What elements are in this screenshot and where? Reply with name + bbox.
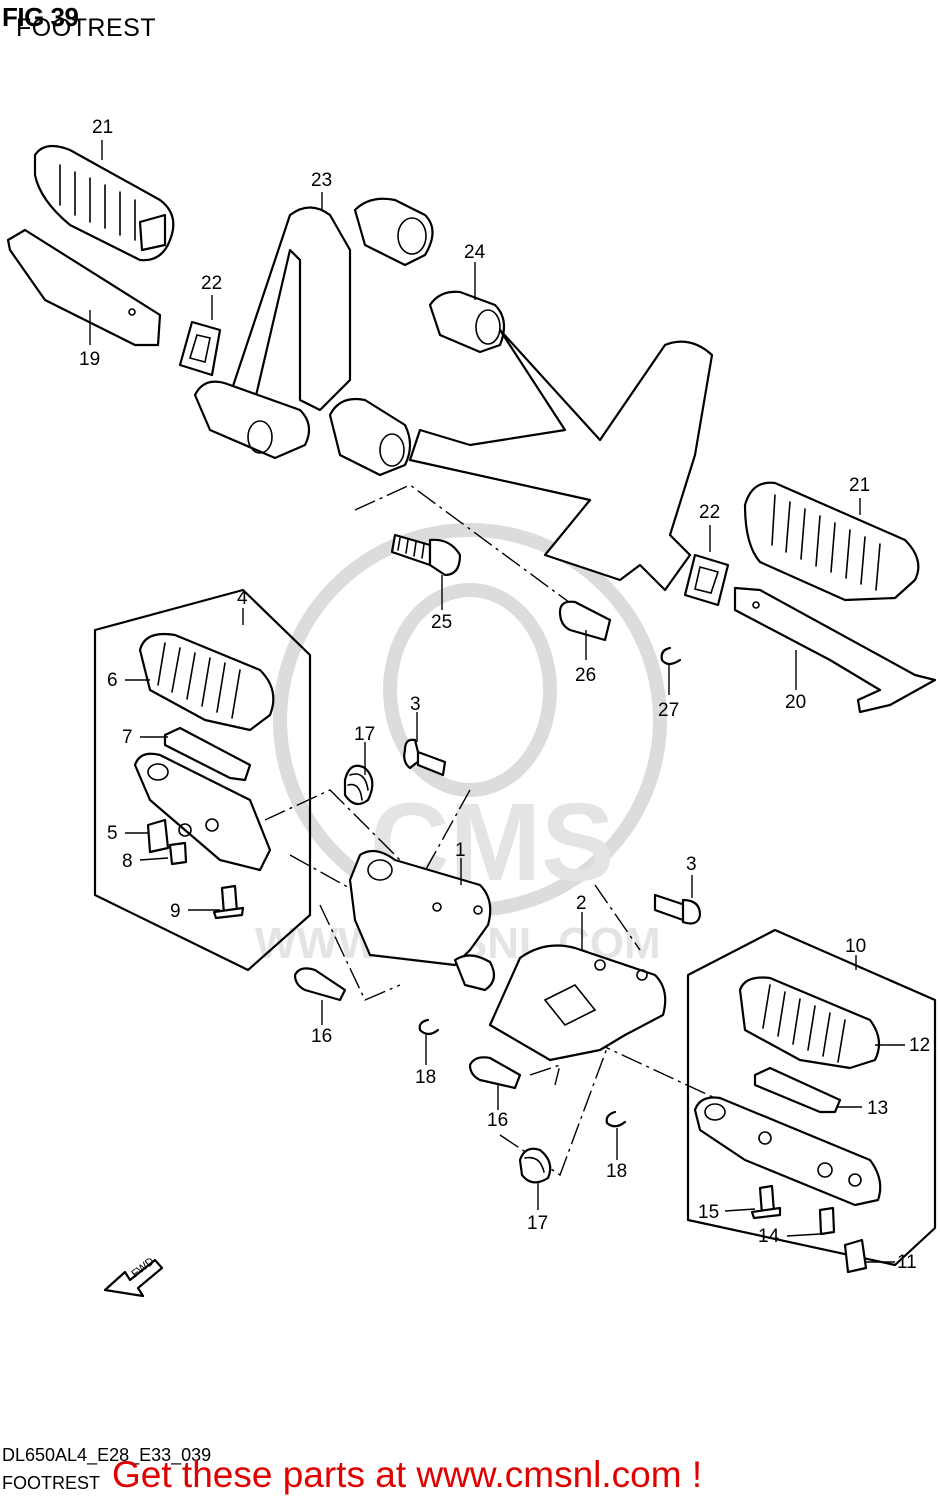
callout-1: 1 [455,840,466,861]
callout-18: 18 [415,1067,436,1088]
callout-3: 3 [410,694,421,715]
footer-title: FOOTREST [2,1473,100,1493]
group-10-box [686,928,937,1267]
callout-4: 4 [237,588,248,609]
callout-8: 8 [122,851,133,872]
footrest-body-4 [133,752,272,872]
footrest-6 [138,632,275,732]
callout-5: 5 [107,823,118,844]
footrest-rubber-right [743,481,920,602]
fwd-arrow: FWD [103,1255,164,1298]
callout-19: 19 [79,349,100,370]
screw-11 [843,1238,868,1274]
callout-12: 12 [909,1035,930,1056]
callout-18: 18 [606,1161,627,1182]
damper-22-left [178,320,222,377]
pillion-bracket-23 [193,197,434,460]
callout-26: 26 [575,665,596,686]
figure-number: FIG 39 [2,2,79,32]
plate-7 [163,726,252,782]
callout-24: 24 [464,242,486,263]
footrest-bracket-19 [6,228,162,347]
callout-16: 16 [311,1026,332,1047]
bracket-2 [488,944,667,1062]
callout-13: 13 [867,1098,888,1119]
bolt-3-right [653,893,702,925]
callout-14: 14 [758,1226,780,1247]
callout-15: 15 [698,1202,719,1223]
callout-21: 21 [849,475,870,496]
diagram-code: DL650AL4_E28_E33_039 [2,1445,212,1465]
group-4-box [93,588,312,972]
figure-title: FOOTREST [16,14,157,42]
footrest-body-10 [693,1096,882,1207]
callout-16: 16 [487,1110,508,1131]
callout-3: 3 [686,854,697,875]
callout-22: 22 [699,502,720,523]
pin-16-bottom [468,1056,522,1090]
pin-16-top [293,967,347,1002]
clip-18-bottom [605,1110,627,1128]
leader-lines [89,140,905,1263]
callout-7: 7 [122,727,133,748]
callout-17: 17 [527,1213,548,1234]
callout-23: 23 [311,170,332,191]
callout-17: 17 [354,724,375,745]
plate-13 [753,1066,842,1114]
callout-21: 21 [92,117,113,138]
callout-2: 2 [576,893,587,914]
screw-9 [212,884,245,920]
screw-8 [168,841,188,866]
bracket-1 [348,849,496,992]
screw-15 [750,1184,782,1220]
callout-27: 27 [658,700,679,721]
screw-14 [818,1206,836,1236]
footrest-12 [738,976,881,1070]
spring-17-top [343,764,374,806]
callout-9: 9 [170,901,181,922]
callout-11: 11 [897,1252,917,1273]
callout-22: 22 [201,273,222,294]
footrest-rubber-left [33,144,175,262]
bolt-25 [390,533,462,577]
callout-6: 6 [107,670,118,691]
callout-20: 20 [785,692,806,713]
callout-10: 10 [845,936,866,957]
pin-26 [558,600,612,642]
parts-link-banner[interactable]: Get these parts at www.cmsnl.com ! [112,1454,703,1495]
callouts: 21 22 19 23 24 25 26 27 22 21 20 4 6 7 5… [79,117,930,1273]
clip-27 [660,646,682,666]
clip-18-top [418,1018,440,1036]
callout-25: 25 [431,612,452,633]
spring-17-bottom [518,1147,552,1184]
footrest-bracket-20 [733,586,937,714]
screw-5 [146,818,170,854]
pillion-bracket-24 [328,290,714,592]
bolt-3-top [403,738,447,777]
damper-22-right [683,553,730,607]
